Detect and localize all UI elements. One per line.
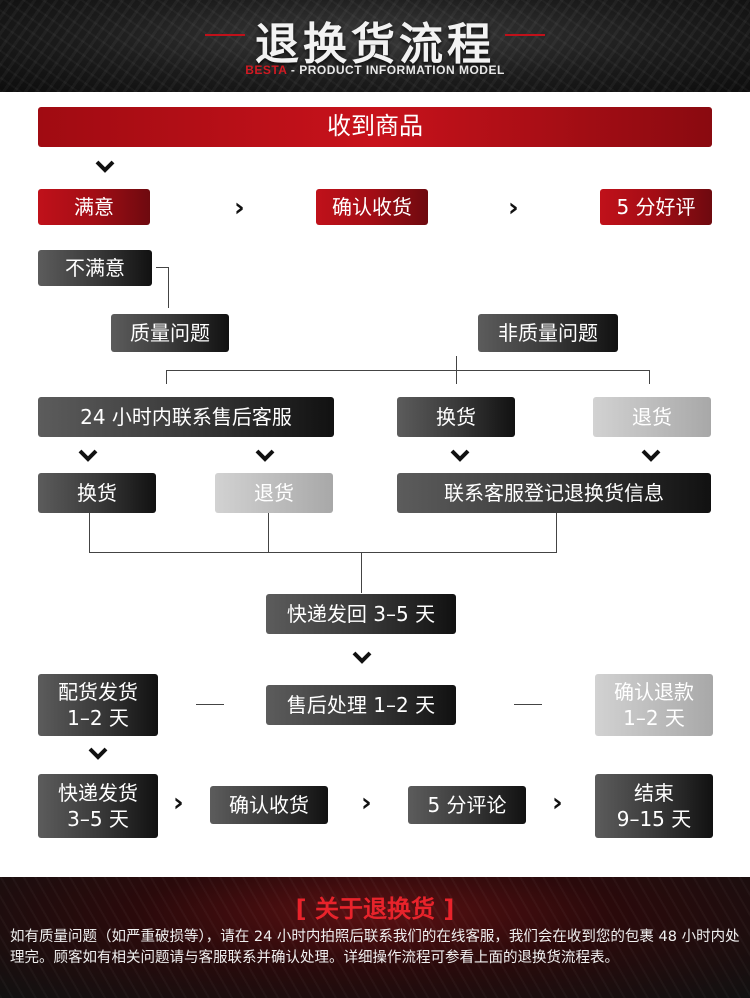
- connector: [456, 356, 457, 384]
- step-quality-issue: 质量问题: [111, 314, 229, 352]
- brand-name: BESTA: [245, 63, 288, 77]
- step-end: 结束 9–15 天: [595, 774, 713, 838]
- chevron-down-icon: [351, 650, 373, 664]
- connector: [89, 552, 557, 553]
- step-confirm-refund-duration: 1–2 天: [623, 706, 685, 730]
- step-confirm-receipt-final: 确认收货: [210, 786, 328, 824]
- step-five-star-review: 5 分评论: [408, 786, 526, 824]
- chevron-down-icon: [94, 159, 116, 173]
- connector: [89, 513, 90, 552]
- chevron-right-icon: ›: [361, 788, 372, 818]
- step-exchange-nonquality: 换货: [397, 397, 515, 437]
- connector: [156, 267, 168, 268]
- chevron-down-icon: [449, 448, 471, 462]
- chevron-down-icon: [77, 448, 99, 462]
- step-confirm-refund-label: 确认退款: [614, 680, 694, 704]
- step-satisfied: 满意: [38, 189, 150, 225]
- step-non-quality-issue: 非质量问题: [478, 314, 618, 352]
- step-unsatisfied: 不满意: [38, 250, 152, 286]
- chevron-right-icon: ›: [234, 193, 245, 223]
- chevron-down-icon: [87, 746, 109, 760]
- page-subtitle: BESTA - PRODUCT INFORMATION MODEL: [0, 63, 750, 77]
- chevron-right-icon: ›: [173, 788, 184, 818]
- connector: [649, 370, 650, 384]
- header-banner: 退换货流程 BESTA - PRODUCT INFORMATION MODEL: [0, 0, 750, 92]
- footer-texture: [0, 877, 750, 998]
- chevron-right-icon: ›: [552, 788, 563, 818]
- connector: [556, 513, 557, 552]
- connector: [168, 267, 169, 308]
- step-confirm-receipt: 确认收货: [316, 189, 428, 225]
- step-prepare-ship-label: 配货发货: [58, 680, 138, 704]
- step-end-duration: 9–15 天: [616, 807, 692, 831]
- header-left-rule: [205, 34, 245, 36]
- step-exchange-quality: 换货: [38, 473, 156, 513]
- header-texture: [0, 0, 750, 92]
- step-express-ship-label: 快递发货: [58, 781, 138, 805]
- connector: [514, 704, 542, 705]
- step-return-quality: 退货: [215, 473, 333, 513]
- footer-text: 如有质量问题（如严重破损等），请在 24 小时内拍照后联系我们的在线客服，我们会…: [10, 929, 740, 966]
- header-right-rule: [505, 34, 545, 36]
- chevron-down-icon: [640, 448, 662, 462]
- connector: [166, 370, 650, 371]
- connector: [166, 370, 167, 384]
- chevron-right-icon: ›: [508, 193, 519, 223]
- connector: [196, 704, 224, 705]
- step-express-ship: 快递发货 3–5 天: [38, 774, 158, 838]
- step-confirm-refund: 确认退款 1–2 天: [595, 674, 713, 736]
- step-register-info: 联系客服登记退换货信息: [397, 473, 711, 513]
- step-after-sale-process: 售后处理 1–2 天: [266, 685, 456, 725]
- step-receive: 收到商品: [38, 107, 712, 147]
- step-contact-24h: 24 小时内联系售后客服: [38, 397, 334, 437]
- step-five-star: 5 分好评: [600, 189, 712, 225]
- page-title: 退换货流程: [255, 19, 495, 70]
- chevron-down-icon: [254, 448, 276, 462]
- subtitle-text: - PRODUCT INFORMATION MODEL: [287, 63, 505, 77]
- step-end-label: 结束: [634, 781, 674, 805]
- footer-notice: [ 关于退换货 ] 如有质量问题（如严重破损等），请在 24 小时内拍照后联系我…: [0, 877, 750, 998]
- step-prepare-ship: 配货发货 1–2 天: [38, 674, 158, 736]
- step-return-nonquality: 退货: [593, 397, 711, 437]
- connector: [268, 513, 269, 552]
- step-express-ship-duration: 3–5 天: [67, 807, 129, 831]
- step-express-back: 快递发回 3–5 天: [266, 594, 456, 634]
- connector: [361, 552, 362, 593]
- footer-title: [ 关于退换货 ]: [295, 895, 455, 923]
- step-prepare-ship-duration: 1–2 天: [67, 706, 129, 730]
